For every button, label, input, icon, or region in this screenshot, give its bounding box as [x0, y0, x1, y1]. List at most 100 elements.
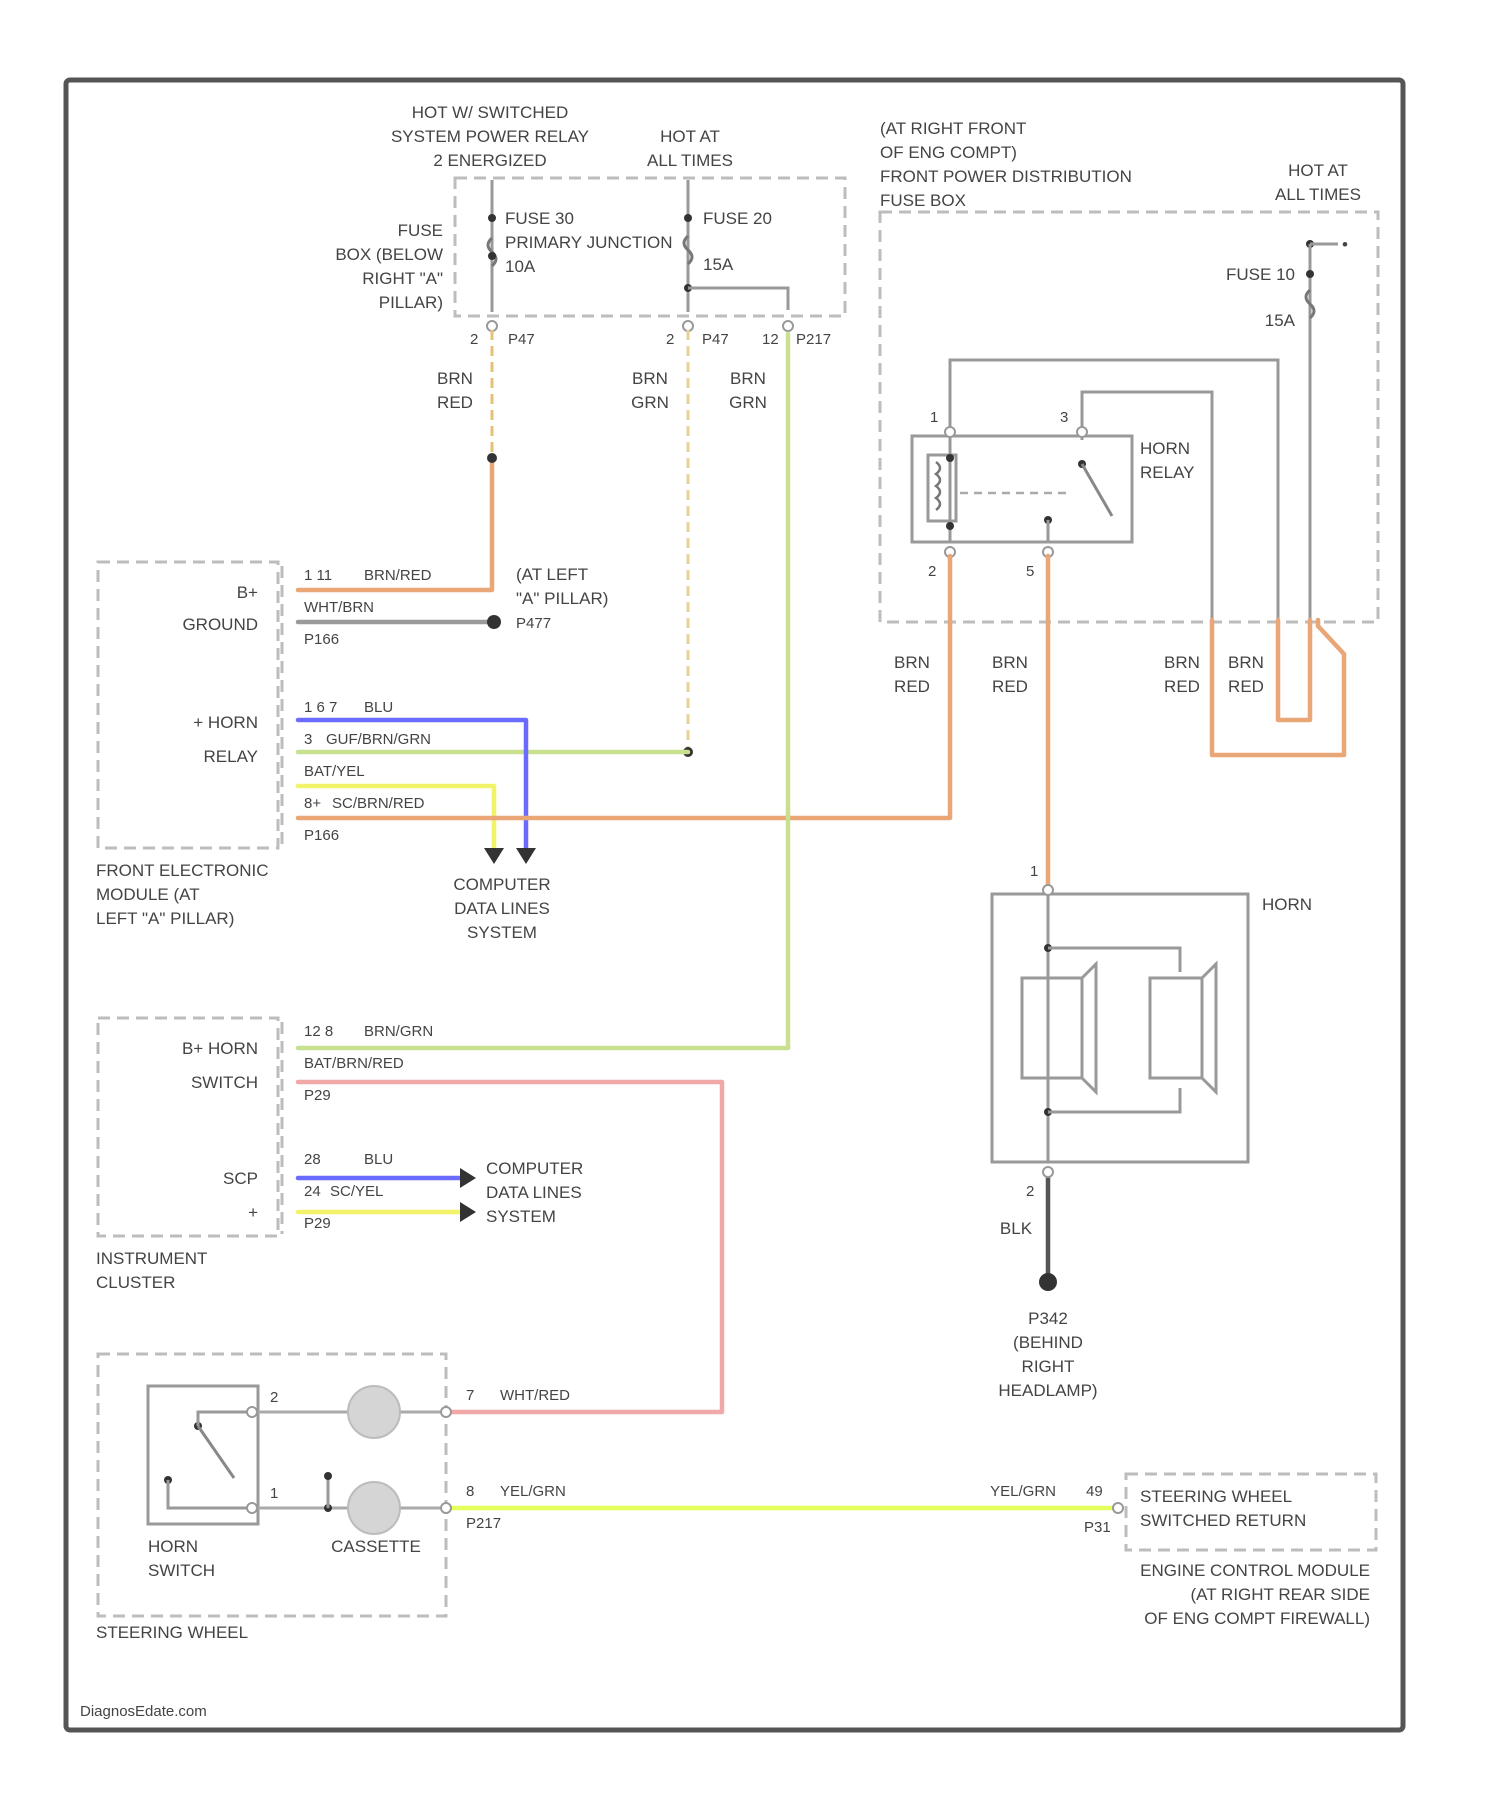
svg-text:FRONT ELECTRONIC: FRONT ELECTRONIC: [96, 861, 269, 880]
svg-text:"A" PILLAR): "A" PILLAR): [516, 589, 608, 608]
svg-text:COMPUTER: COMPUTER: [453, 875, 550, 894]
svg-text:12: 12: [762, 331, 779, 348]
svg-text:B+ HORN: B+ HORN: [182, 1039, 258, 1058]
svg-text:LEFT "A" PILLAR): LEFT "A" PILLAR): [96, 909, 234, 928]
fem-outline: [98, 562, 278, 848]
svg-text:HOT AT: HOT AT: [660, 127, 720, 146]
horn-box: [992, 894, 1248, 1162]
svg-text:OF ENG COMPT): OF ENG COMPT): [880, 143, 1017, 162]
horn-relay-switch: [1044, 460, 1112, 542]
svg-text:RED: RED: [1164, 677, 1200, 696]
svg-text:YEL/GRN: YEL/GRN: [500, 1483, 566, 1500]
svg-text:FUSE: FUSE: [398, 221, 443, 240]
svg-text:STEERING WHEEL: STEERING WHEEL: [1140, 1487, 1292, 1506]
svg-text:(AT RIGHT REAR SIDE: (AT RIGHT REAR SIDE: [1191, 1585, 1370, 1604]
svg-text:28: 28: [304, 1151, 321, 1168]
computer-data-lines-a-label: COMPUTER DATA LINES SYSTEM: [453, 875, 550, 942]
wire-brn-red-relay-coil: [298, 556, 950, 818]
svg-text:10A: 10A: [505, 257, 536, 276]
svg-text:8+: 8+: [304, 795, 321, 812]
relay-switch-wire: [1082, 392, 1212, 620]
svg-text:BRN: BRN: [437, 369, 473, 388]
svg-text:FUSE 30: FUSE 30: [505, 209, 574, 228]
fem-ground-label: (AT LEFT "A" PILLAR) P477: [516, 565, 608, 632]
svg-text:MODULE (AT: MODULE (AT: [96, 885, 200, 904]
svg-text:1: 1: [270, 1485, 278, 1502]
ecm-wire-label: YEL/GRN: [990, 1483, 1056, 1500]
svg-text:P31: P31: [1084, 1519, 1111, 1536]
diagram-frame: [66, 80, 1403, 1730]
svg-text:1 6 7: 1 6 7: [304, 699, 337, 716]
fuse-a-label: FUSE 30 PRIMARY JUNCTION 10A: [505, 209, 673, 276]
svg-text:RIGHT: RIGHT: [1022, 1357, 1075, 1376]
svg-text:2: 2: [928, 563, 936, 580]
svg-text:7: 7: [466, 1387, 474, 1404]
svg-text:P217: P217: [466, 1515, 501, 1532]
svg-text:P477: P477: [516, 615, 551, 632]
svg-text:DATA LINES: DATA LINES: [454, 899, 550, 918]
ground-point: [487, 615, 501, 629]
svg-text:DATA LINES: DATA LINES: [486, 1183, 582, 1202]
fuse-b-label: FUSE 20 15A: [703, 209, 772, 274]
fuse-10-symbol: •: [1306, 235, 1348, 620]
svg-text:P47: P47: [702, 331, 729, 348]
svg-text:B+: B+: [237, 583, 258, 602]
svg-text:SCP: SCP: [223, 1169, 258, 1188]
svg-text:FUSE 20: FUSE 20: [703, 209, 772, 228]
svg-text:P166: P166: [304, 631, 339, 648]
svg-text:1 11: 1 11: [304, 567, 332, 584]
svg-text:PRIMARY JUNCTION: PRIMARY JUNCTION: [505, 233, 673, 252]
horn-wire-label: BLK: [1000, 1219, 1033, 1238]
svg-text:P29: P29: [304, 1215, 331, 1232]
wire-labels-top: BRN RED BRN GRN BRN GRN: [437, 369, 767, 412]
svg-text:FRONT POWER DISTRIBUTION: FRONT POWER DISTRIBUTION: [880, 167, 1132, 186]
fuse-box-left-pins: 2 P47 2 P47 12 P217: [470, 321, 831, 348]
svg-text:SC/BRN/RED: SC/BRN/RED: [332, 795, 425, 812]
svg-text:15A: 15A: [703, 255, 734, 274]
horn-switch-label: HORN SWITCH: [148, 1537, 215, 1580]
svg-text:SC/YEL: SC/YEL: [330, 1183, 383, 1200]
svg-text:•: •: [1342, 235, 1348, 254]
fuse-box-left-label: FUSE BOX (BELOW RIGHT "A" PILLAR): [335, 221, 443, 312]
power-source-hot-at-all-times-a: HOT AT ALL TIMES: [647, 127, 733, 170]
svg-text:(AT LEFT: (AT LEFT: [516, 565, 588, 584]
svg-text:OF ENG COMPT FIREWALL): OF ENG COMPT FIREWALL): [1144, 1609, 1370, 1628]
svg-text:BOX (BELOW: BOX (BELOW: [335, 245, 443, 264]
svg-text:24: 24: [304, 1183, 321, 1200]
svg-text:15A: 15A: [1265, 311, 1296, 330]
svg-text:HOT W/ SWITCHED: HOT W/ SWITCHED: [412, 103, 568, 122]
svg-text:RIGHT "A": RIGHT "A": [362, 269, 443, 288]
cluster-label: INSTRUMENT CLUSTER: [96, 1249, 207, 1292]
svg-text:BRN/GRN: BRN/GRN: [364, 1023, 433, 1040]
horn-relay-label: HORN RELAY: [1140, 439, 1195, 482]
horn-pin-bottom: 2: [1026, 1183, 1034, 1200]
svg-text:5: 5: [1026, 563, 1034, 580]
svg-text:P342: P342: [1028, 1309, 1068, 1328]
svg-text:RED: RED: [1228, 677, 1264, 696]
wire-brn-grn-cluster: [298, 334, 788, 1048]
cluster-wire-labels: 12 8 BRN/GRN BAT/BRN/RED P29 28 BLU 24 S…: [304, 1023, 433, 1232]
svg-text:BRN: BRN: [894, 653, 930, 672]
svg-text:FUSE 10: FUSE 10: [1226, 265, 1295, 284]
horn-relay-box: [912, 436, 1132, 542]
svg-text:SYSTEM: SYSTEM: [467, 923, 537, 942]
svg-text:WHT/RED: WHT/RED: [500, 1387, 570, 1404]
fuse-10-label: FUSE 10 15A: [1226, 265, 1296, 330]
svg-text:P47: P47: [508, 331, 535, 348]
horn-switch-box: [148, 1386, 258, 1524]
svg-text:CLUSTER: CLUSTER: [96, 1273, 175, 1292]
svg-text:BAT/BRN/RED: BAT/BRN/RED: [304, 1055, 404, 1072]
svg-text:WHT/BRN: WHT/BRN: [304, 599, 374, 616]
fem-label: FRONT ELECTRONIC MODULE (AT LEFT "A" PIL…: [96, 861, 269, 928]
ecm-label: ENGINE CONTROL MODULE (AT RIGHT REAR SID…: [1140, 1561, 1370, 1628]
svg-text:GRN: GRN: [631, 393, 669, 412]
svg-text:BRN: BRN: [992, 653, 1028, 672]
svg-text:+ HORN: + HORN: [193, 713, 258, 732]
wire-brn-red-loop-inner: [1278, 620, 1310, 720]
svg-text:FUSE BOX: FUSE BOX: [880, 191, 966, 210]
fem-pins: B+ GROUND + HORN RELAY: [182, 583, 258, 766]
relay-feed-wire: [950, 360, 1278, 620]
svg-text:BRN: BRN: [632, 369, 668, 388]
svg-text:PILLAR): PILLAR): [379, 293, 443, 312]
